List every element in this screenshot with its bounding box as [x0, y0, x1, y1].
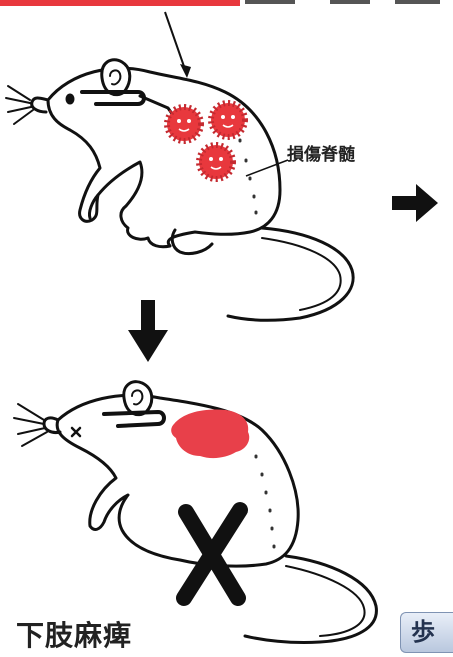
cross-mark-icon [184, 510, 240, 598]
right-arrow-icon [392, 184, 438, 222]
cropped-header-strip [0, 0, 440, 6]
label-leader-line [246, 160, 288, 176]
walk-button[interactable]: 歩 [400, 612, 453, 653]
spinal-lesion-area [171, 410, 249, 459]
inflammation-cell-icon [199, 145, 233, 179]
rat-top [6, 60, 353, 320]
inflammation-cell-icon [167, 107, 201, 141]
inflammation-cell-icon [211, 103, 245, 137]
spinal-cord-dots [256, 456, 274, 547]
down-arrow-icon [128, 300, 168, 362]
label-hindlimb-paralysis: 下肢麻痺 [16, 614, 132, 654]
label-injured-spinal-cord: 損傷脊髄 [287, 140, 355, 165]
pointer-arrowhead [180, 64, 191, 78]
